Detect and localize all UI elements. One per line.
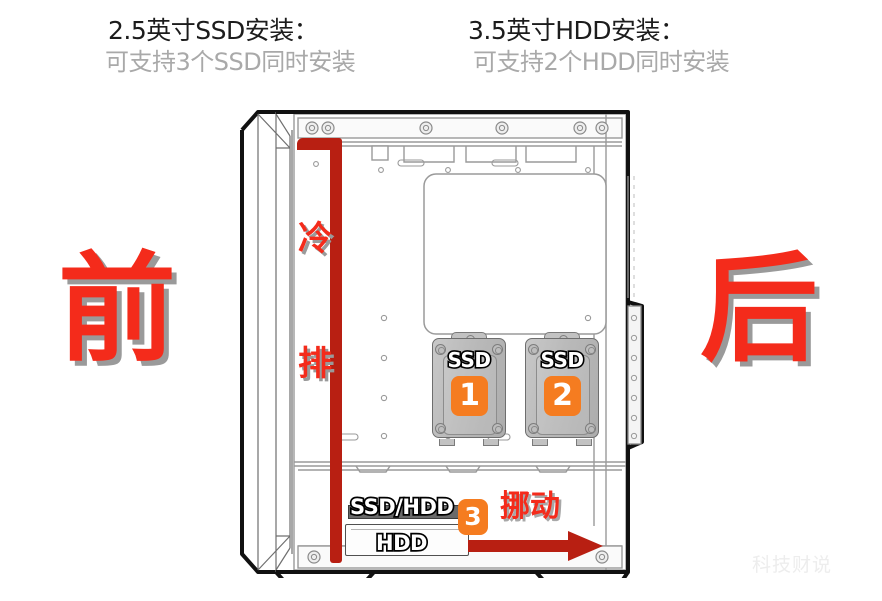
ssd-bay-2-type-label: SSD	[539, 346, 586, 373]
ssd-bay-1-type-label: SSD	[446, 346, 493, 373]
ssd-bay-1-foot-left	[439, 439, 455, 446]
screw-icon	[492, 423, 503, 434]
screw-icon	[528, 344, 539, 355]
ssd-bay-1[interactable]: SSD 1	[432, 332, 506, 446]
screw-icon	[528, 423, 539, 434]
ssd-section-title: 2.5英寸SSD安装：	[108, 16, 319, 45]
ssd-section-subtitle: 可支持3个SSD同时安装	[105, 48, 356, 76]
bottom-bay-number-badge: 3	[458, 499, 488, 535]
ssd-bay-2-foot-right	[576, 439, 592, 446]
front-orientation-label: 前	[58, 240, 177, 378]
radiator-label-line2: 排	[298, 344, 332, 384]
bottom-bay-upper-label: SSD/HDD	[348, 493, 455, 520]
screw-icon	[492, 344, 503, 355]
ssd-bay-2-number-badge: 2	[544, 376, 581, 416]
bottom-bay-lower-tray[interactable]	[345, 524, 469, 556]
bottom-bay-lower-label: HDD	[374, 529, 429, 556]
screw-icon	[585, 423, 596, 434]
rear-orientation-label: 后	[700, 240, 819, 378]
ssd-bay-1-body	[432, 338, 506, 438]
screw-icon	[585, 344, 596, 355]
screw-icon	[435, 344, 446, 355]
radiator-label-line1: 冷	[298, 219, 332, 259]
ssd-bay-2[interactable]: SSD 2	[525, 332, 599, 446]
move-direction-arrow-icon	[468, 531, 603, 563]
hdd-section-title: 3.5英寸HDD安装：	[468, 16, 685, 45]
hdd-section-subtitle: 可支持2个HDD同时安装	[473, 48, 730, 76]
pc-case-diagram	[236, 106, 646, 578]
watermark: 科技财说	[752, 554, 833, 576]
ssd-bay-1-foot-right	[483, 439, 499, 446]
ssd-bay-1-number-badge: 1	[451, 376, 488, 416]
move-action-label: 挪动	[500, 489, 560, 524]
ssd-bay-2-foot-left	[532, 439, 548, 446]
screw-icon	[435, 423, 446, 434]
